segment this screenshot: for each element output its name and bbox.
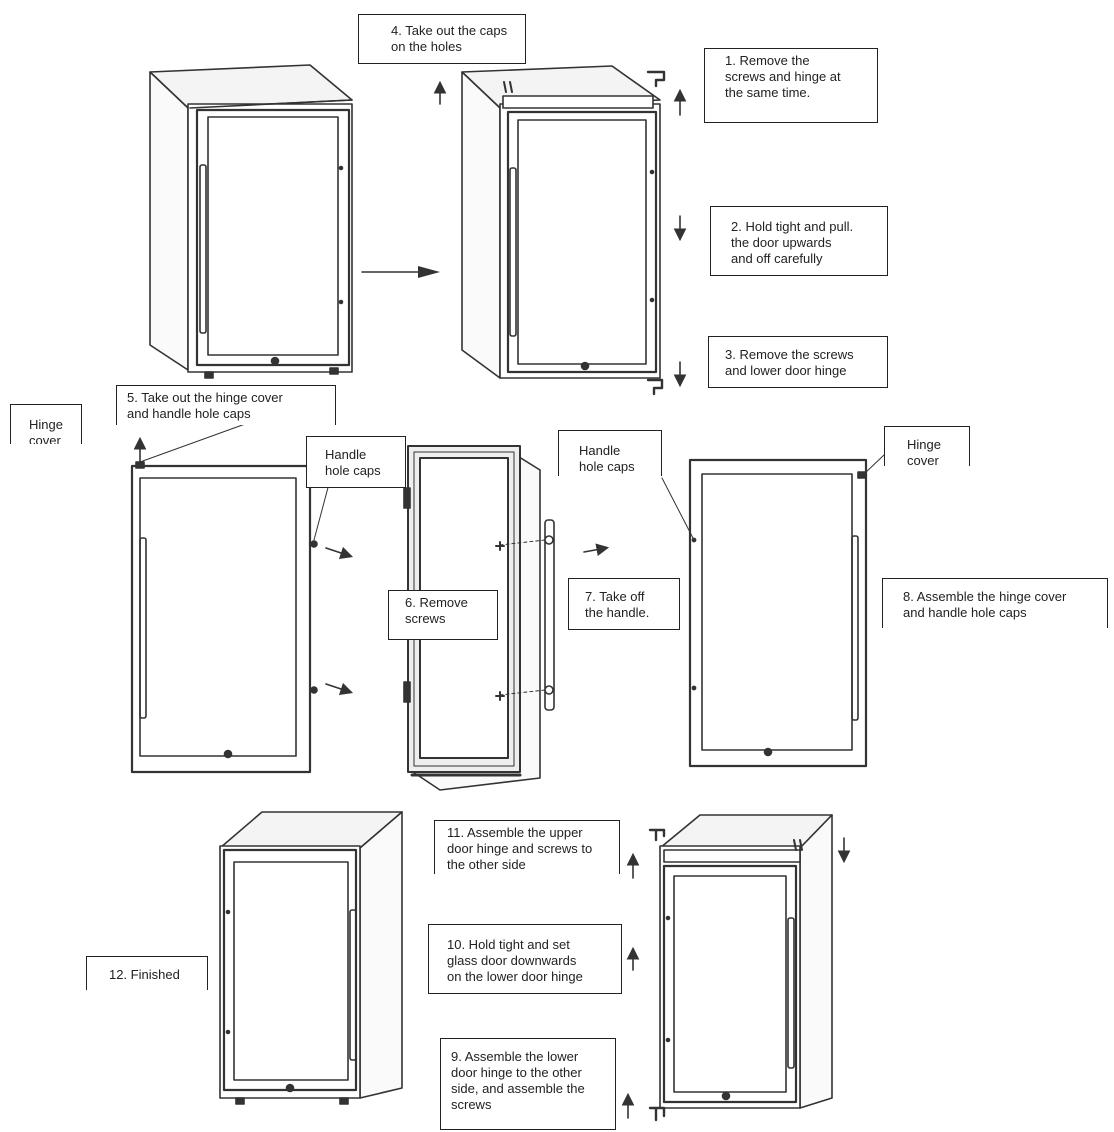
step-12-label: 12. Finished: [86, 956, 208, 990]
fridge-reassembly: [659, 814, 833, 1109]
fridge-finished: [219, 811, 403, 1105]
step-1-label: 1. Remove the screws and hinge at the sa…: [704, 48, 878, 123]
door-reassembled: [688, 458, 868, 768]
step-5-label: 5. Take out the hinge cover and handle h…: [116, 385, 336, 425]
step-2-label: 2. Hold tight and pull. the door upwards…: [710, 206, 888, 276]
upper-hinge-part: [646, 70, 666, 88]
step-10-label: 10. Hold tight and set glass door downwa…: [428, 924, 622, 994]
handle: [495, 519, 555, 711]
door-front: [130, 461, 318, 774]
step-3-label: 3. Remove the screws and lower door hing…: [708, 336, 888, 388]
step-9-label: 9. Assemble the lower door hinge to the …: [440, 1038, 616, 1130]
handle-hole-caps-label-2: Handle hole caps: [558, 430, 662, 476]
cap-parts: [503, 81, 513, 93]
handle-hole-caps-label-1: Handle hole caps: [306, 436, 406, 488]
fridge-removal: [461, 65, 661, 379]
step-7-label: 7. Take off the handle.: [568, 578, 680, 630]
lower-hinge-part: [646, 378, 664, 396]
step-4-label: 4. Take out the caps on the holes: [358, 14, 526, 64]
hinge-cover-label-left: Hinge cover: [10, 404, 82, 444]
fridge-original: [149, 64, 353, 379]
step-6-label: 6. Remove screws: [388, 590, 498, 640]
step-8-label: 8. Assemble the hinge cover and handle h…: [882, 578, 1108, 628]
hinge-cover-label-right: Hinge cover: [884, 426, 970, 466]
step-11-label: 11. Assemble the upper door hinge and sc…: [434, 820, 620, 874]
